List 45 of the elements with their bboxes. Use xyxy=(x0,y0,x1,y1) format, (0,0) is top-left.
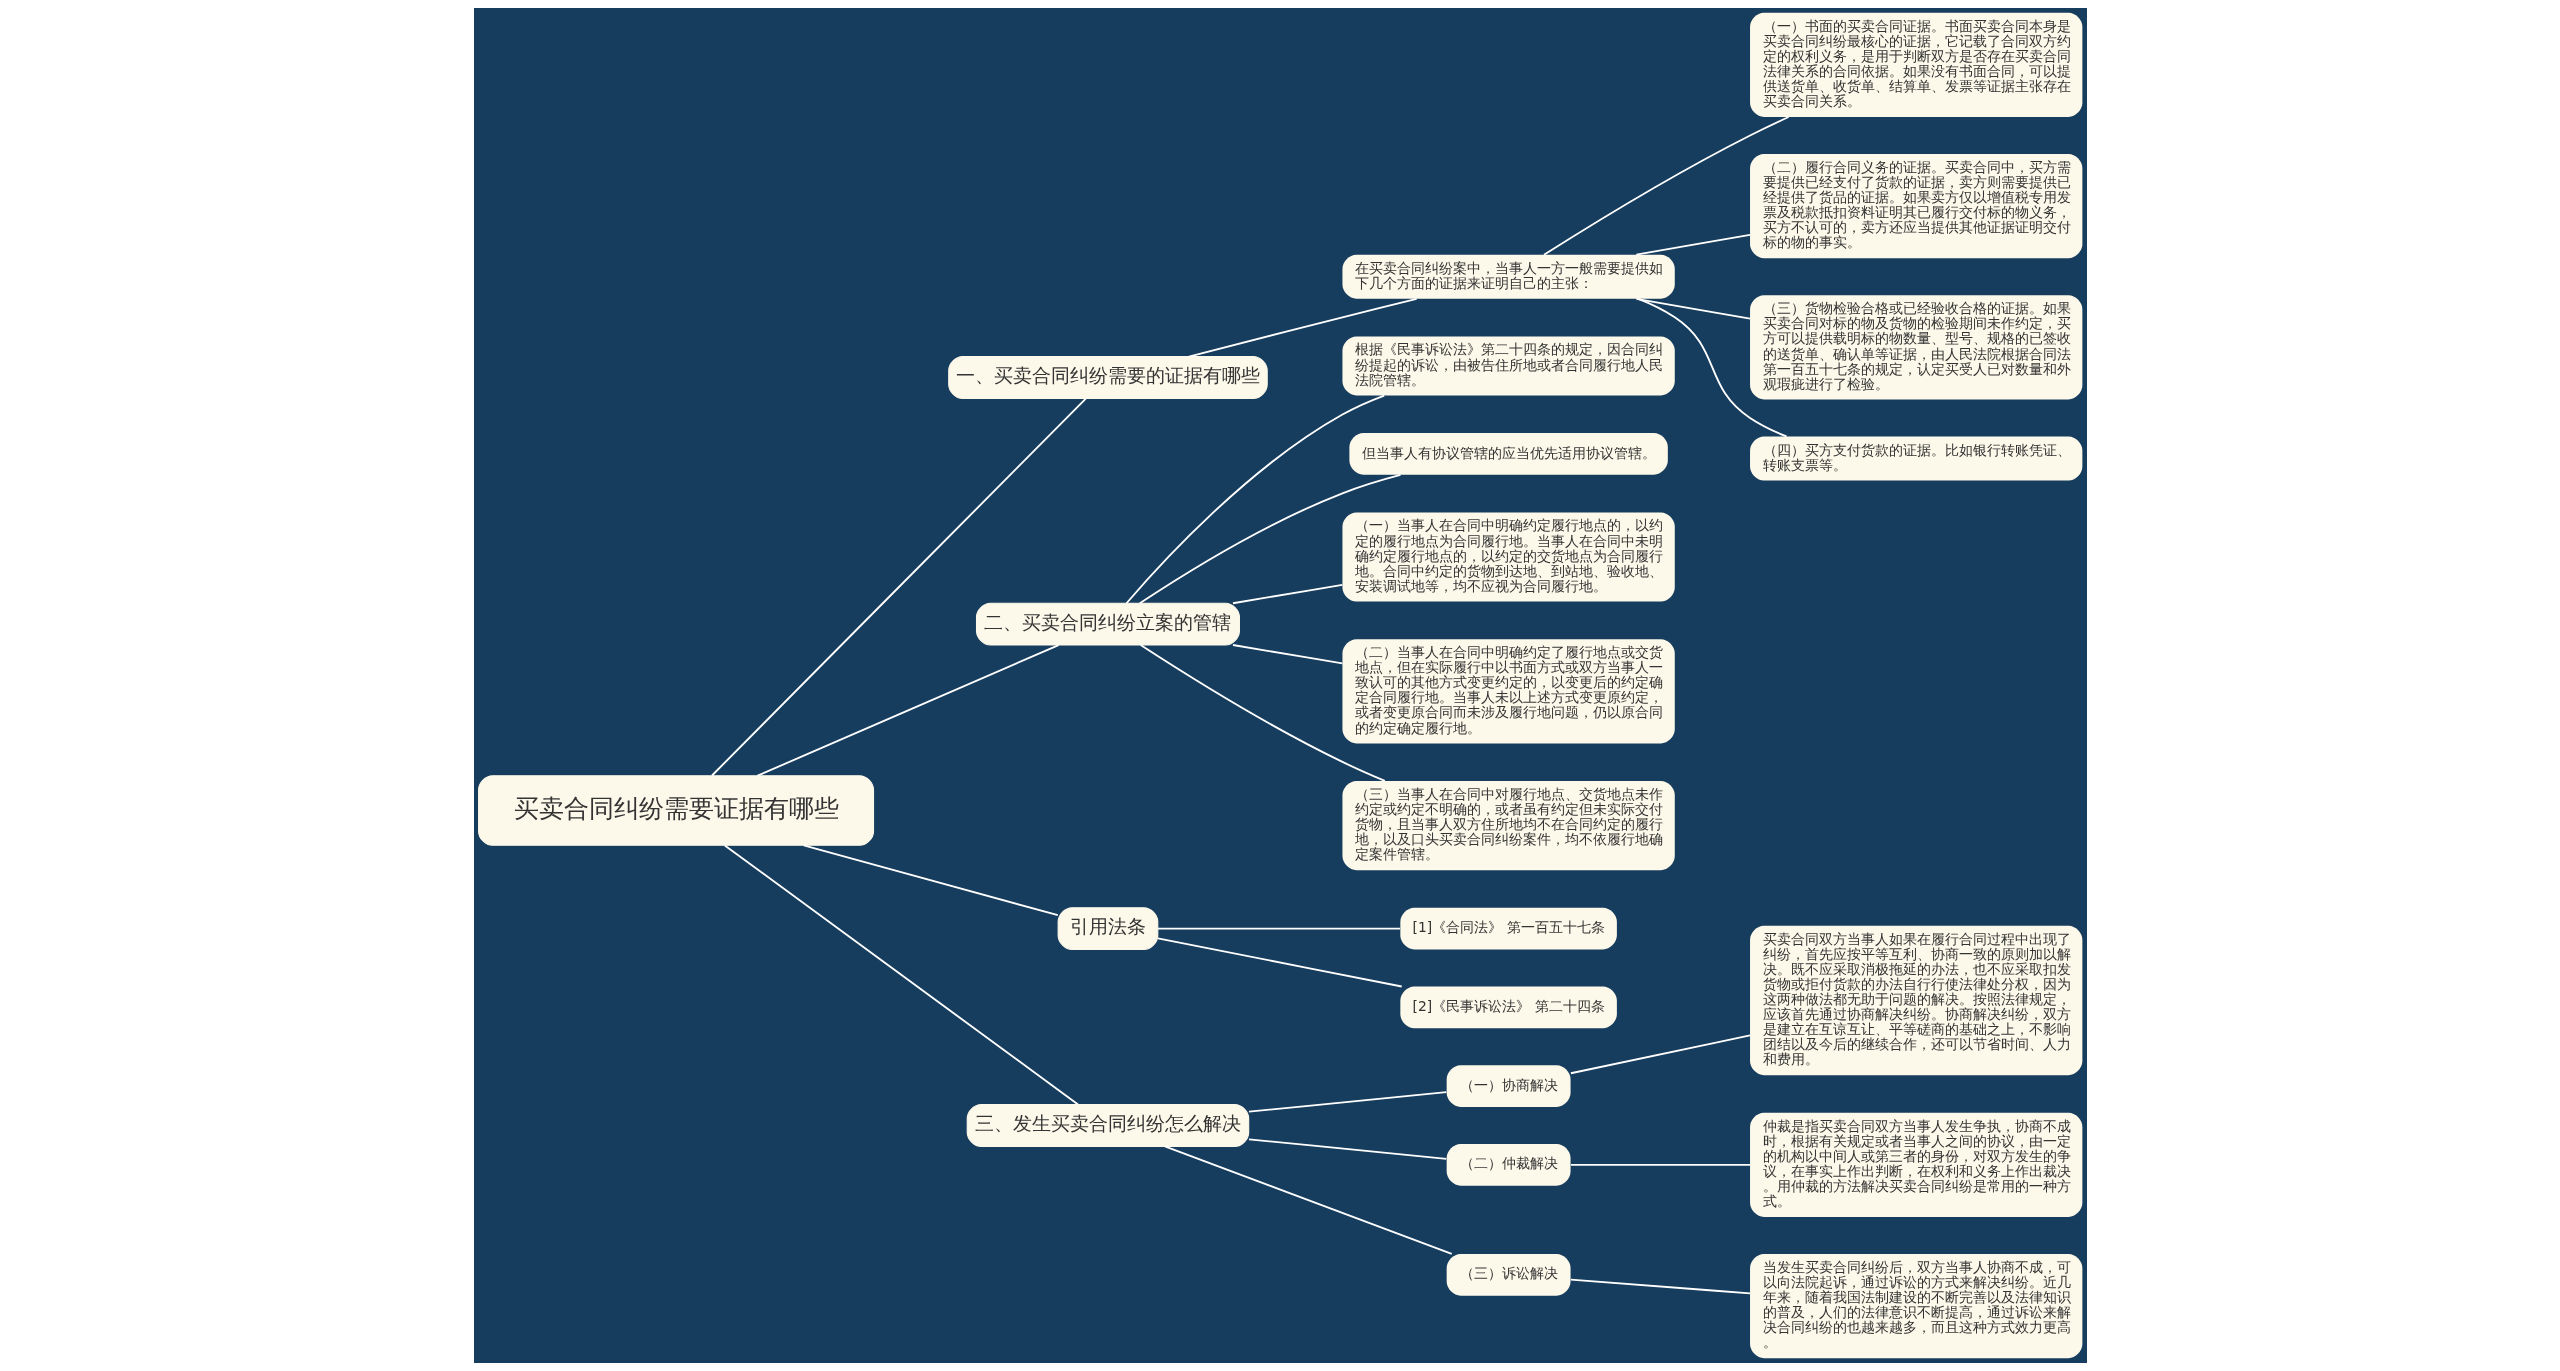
connector xyxy=(1569,1278,1751,1295)
node-box: 在买卖合同纠纷案中，当事人一方一般需要提供如下几个方面的证据来证明自己的主张： xyxy=(1341,254,1675,299)
connector xyxy=(1163,1145,1453,1255)
connector xyxy=(1187,297,1418,358)
node-box: 但当事人有协议管辖的应当优先适用协议管辖。 xyxy=(1348,433,1668,475)
connector xyxy=(756,644,1059,777)
connector xyxy=(1156,927,1401,930)
connector xyxy=(710,397,1087,777)
node-box: （二）履行合同义务的证据。买卖合同中，买方需要提供已经支付了货款的证据，卖方则需要提供已经提供了货品的证据。如果卖方仅以增值税专用发票及税款抵扣资料证明其已履行交付标的物义务，买方不认可的，卖方还应当提供其他证据证明交付标的物的事实。 xyxy=(1749,154,2082,259)
connector xyxy=(1247,1138,1447,1160)
node-box: （一）协商解决 xyxy=(1446,1065,1571,1107)
node-box: 买卖合同纠纷需要证据有哪些 xyxy=(477,775,874,846)
node-box: （一）当事人在合同中明确约定履行地点的，以约定的履行地点为合同履行地。当事人在合同中未明确约定履行地点的，以约定的交货地点为合同履行地。合同中约定的货物到达地、到站地、验收地、安装调试地等，均不应视为合同履行地。 xyxy=(1341,512,1675,602)
node-box: [1]《合同法》 第一百五十七条 xyxy=(1399,907,1617,950)
node-box: 当发生买卖合同纠纷后，双方当事人协商不成，可以向法院起诉，通过诉讼的方式来解决纠纷。近几年来，随着我国法制建设的不断完善以及法律知识的普及，人们的法律意识不断提高，通过诉讼来解决合同纠纷的也越来越多，而且这种方式效力更高。 xyxy=(1749,1254,2082,1359)
connector xyxy=(1636,297,1787,438)
connector xyxy=(802,844,1059,917)
node-box: 买卖合同双方当事人如果在履行合同过程中出现了纠纷，首先应按平等互利、协商一致的原则加以解决。既不应采取消极拖延的办法，也不应采取扣发货物或拒付货款的办法自行行使法律处分权，因为这两种做法都无助于问题的解决。按照法律规定，应该首先通过协商解决纠纷。协商解决纠纷，双方是建立在互谅互让、平等磋商的基础之上，不影响团结以及今后的继续合作，还可以节省时间、人力和费用。 xyxy=(1749,925,2082,1076)
node-box: 三、发生买卖合同纠纷怎么解决 xyxy=(966,1104,1249,1147)
node-box: 仲裁是指买卖合同双方当事人发生争执，协商不成时，根据有关规定或者当事人之间的协议，由一定的机构以中间人或第三者的身份，对双方发生的争议，在事实上作出判断，在权利和义务上作出裁决。用仲裁的方法解决买卖合同纠纷是常用的一种方式。 xyxy=(1749,1112,2082,1217)
node-box: 一、买卖合同纠纷需要的证据有哪些 xyxy=(947,356,1268,399)
connector xyxy=(1138,473,1401,605)
node-box: 引用法条 xyxy=(1057,907,1158,951)
node-box: （三）货物检验合格或已经验收合格的证据。如果买卖合同对标的物及货物的检验期间未作约定，买方可以提供载明标的物数量、型号、规格的已签收的送货单、确认单等证据，由人民法院根据合同法第一百五十七条的规定，认定买受人已对数量和外观瑕疵进行了检验。 xyxy=(1749,295,2082,400)
connector xyxy=(1569,1163,1751,1166)
connector xyxy=(1634,297,1751,320)
node-box: （二）当事人在合同中明确约定了履行地点或交货地点，但在实际履行中以书面方式或双方当事人一致认可的其他方式变更约定的，以变更后的约定确定合同履行地。当事人未以上述方式变更原约定，或者变更原合同而未涉及履行地问题，仍以原合同的约定确定履行地。 xyxy=(1341,639,1675,744)
node-box: 二、买卖合同纠纷立案的管辖 xyxy=(975,602,1240,646)
node-box: （三）诉讼解决 xyxy=(1446,1254,1571,1296)
connector xyxy=(1542,116,1790,256)
node-box: （一）书面的买卖合同证据。书面买卖合同本身是买卖合同纠纷最核心的证据，它记载了合同双方约定的权利义务，是用于判断双方是否存在买卖合同法律关系的合同依据。如果没有书面合同，可以提供送货单、收货单、结算单、发票等证据主张存在买卖合同关系。 xyxy=(1749,12,2082,117)
node-box: （四）买方支付货款的证据。比如银行转账凭证、转账支票等。 xyxy=(1749,436,2082,481)
connector xyxy=(1156,937,1403,988)
node-box: 根据《民事诉讼法》第二十四条的规定，因合同纠纷提起的诉讼，由被告住所地或者合同履行地人民法院管辖。 xyxy=(1341,336,1675,396)
connector xyxy=(1125,394,1385,605)
node-box: [2]《民事诉讼法》 第二十四条 xyxy=(1399,986,1617,1029)
connector xyxy=(1634,233,1751,256)
connector xyxy=(1139,644,1386,782)
connector xyxy=(1231,583,1343,605)
node-box: （三）当事人在合同中对履行地点、交货地点未作约定或约定不明确的，或者虽有约定但未实际交付货物，且当事人双方住所地均不在合同约定的履行地，以及口头买卖合同纠纷案件，均不依履行地确定案件管辖。 xyxy=(1341,781,1675,871)
connector xyxy=(1569,1034,1751,1075)
connector xyxy=(1231,644,1343,665)
connector xyxy=(723,844,1079,1106)
connector xyxy=(1247,1091,1447,1113)
node-box: （二）仲裁解决 xyxy=(1446,1144,1571,1186)
